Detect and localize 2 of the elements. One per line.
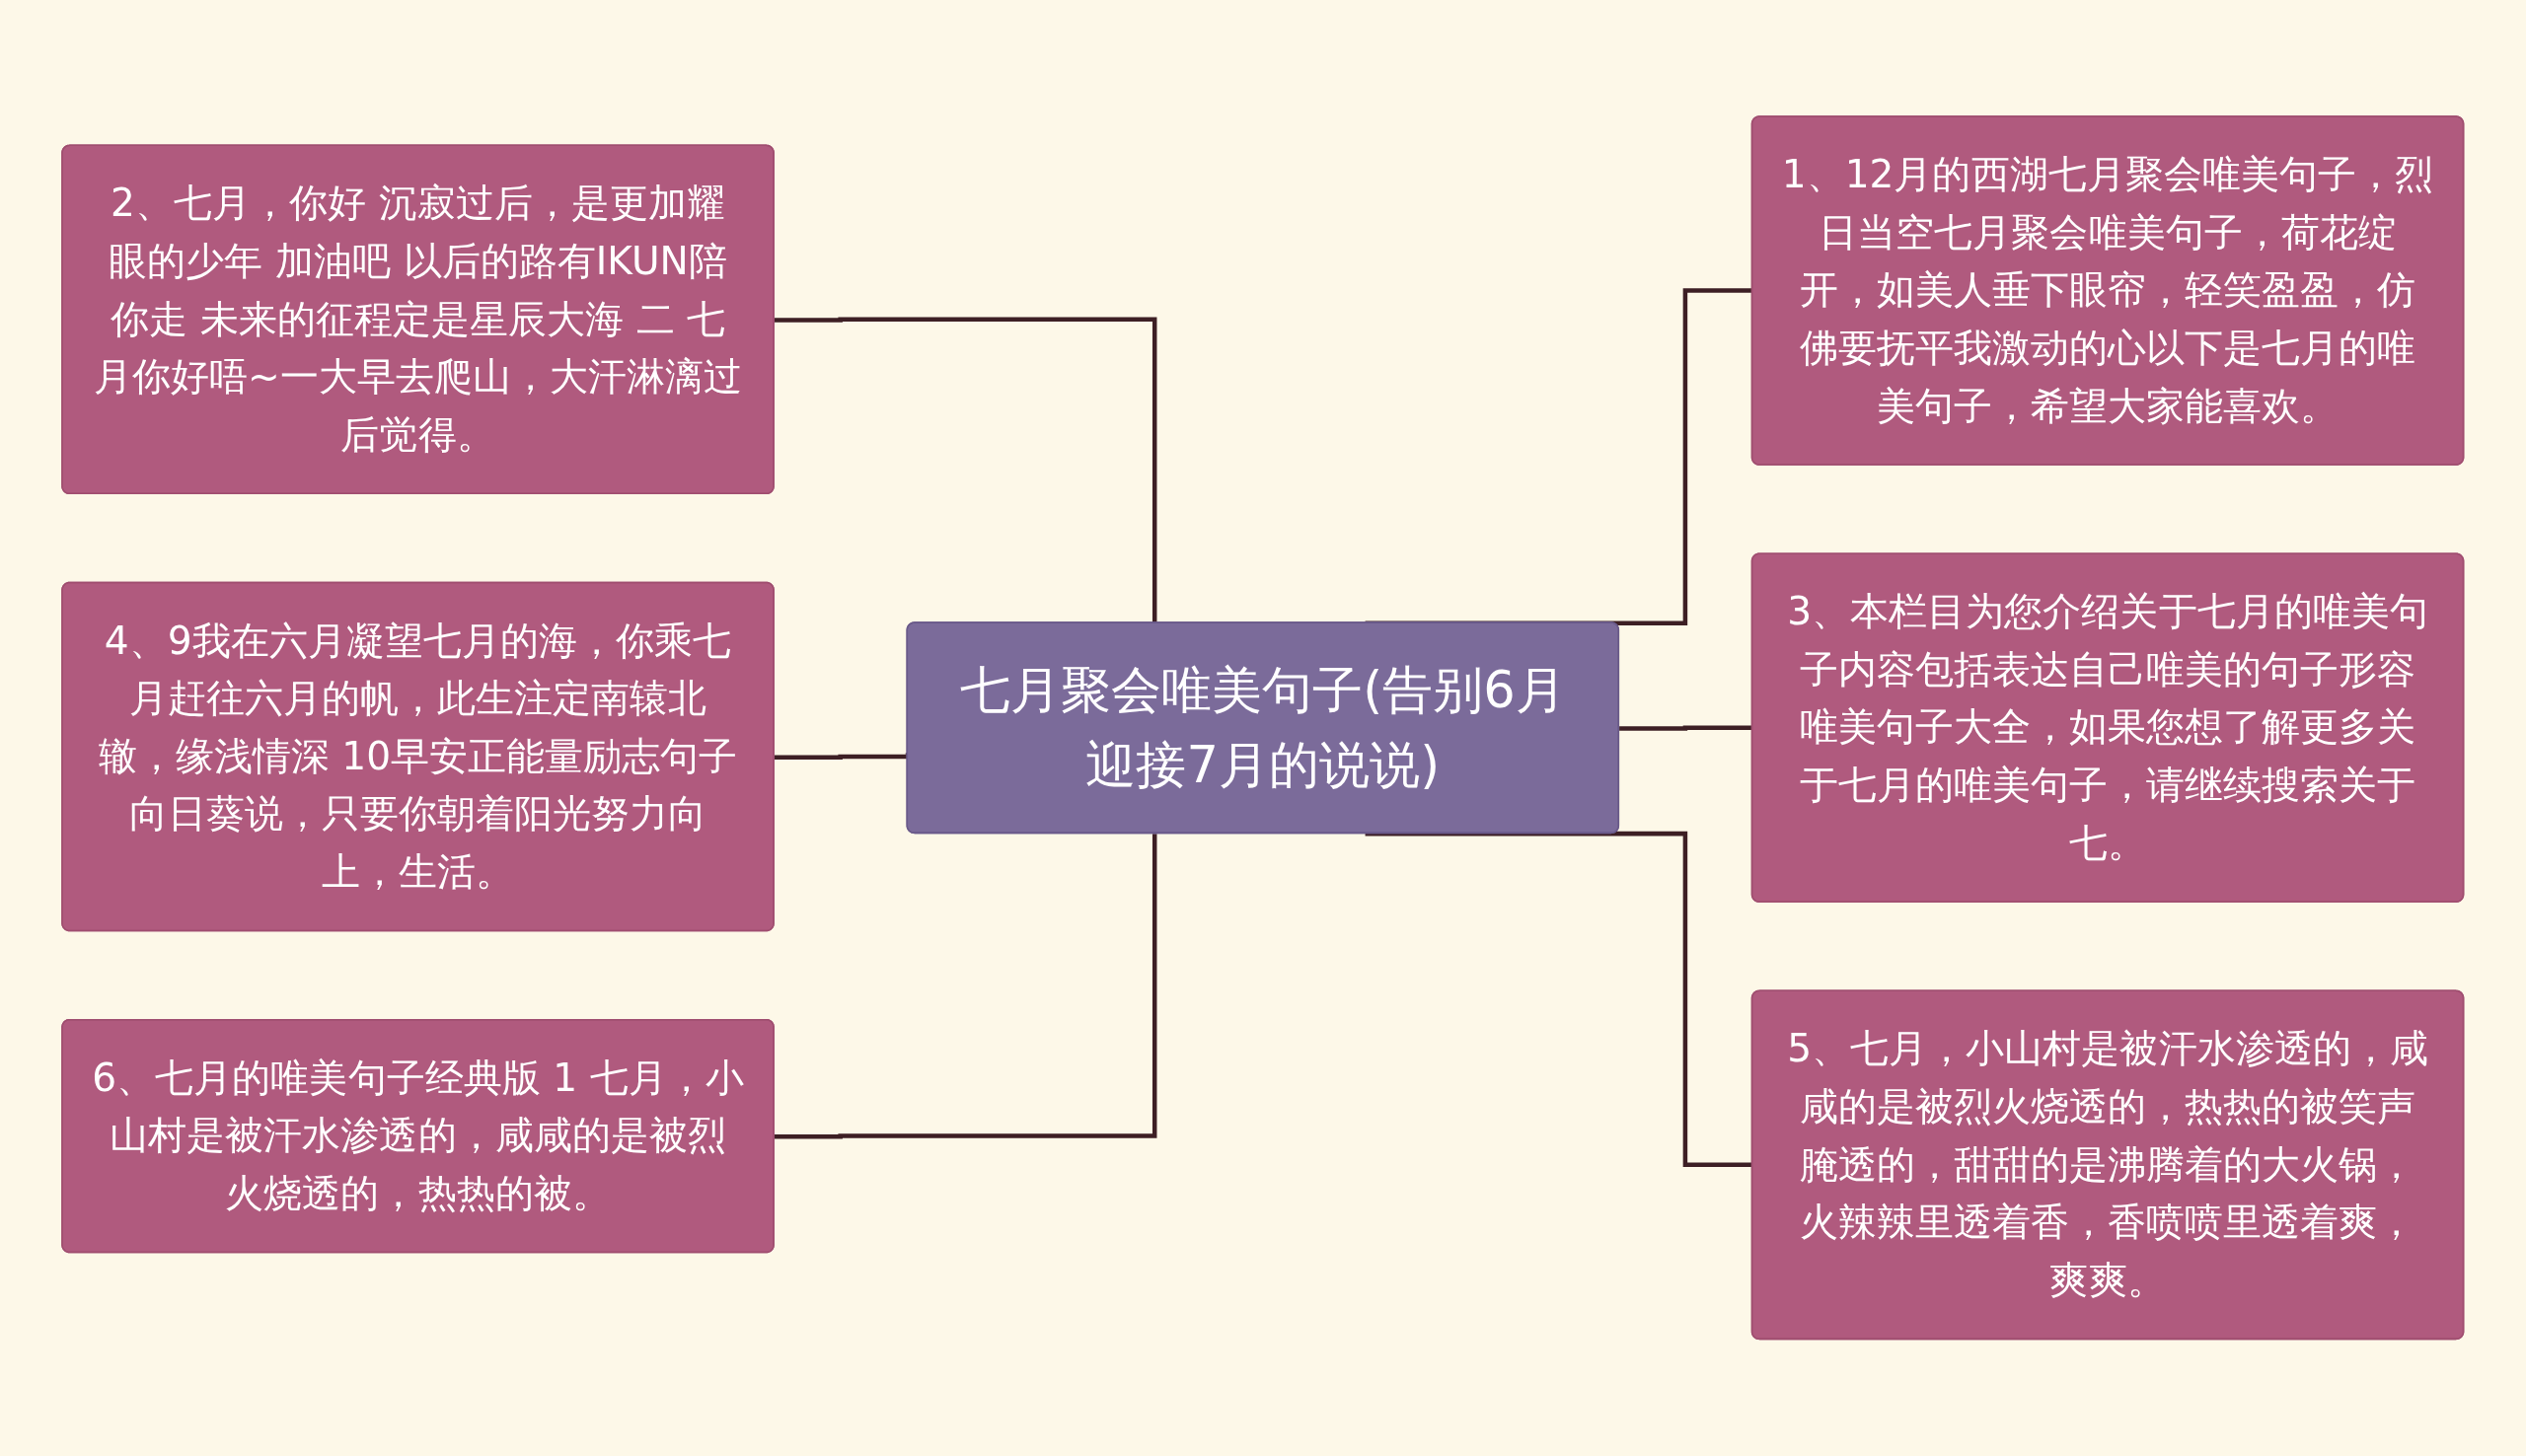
connector [775,834,1157,1139]
connector [775,317,1157,624]
